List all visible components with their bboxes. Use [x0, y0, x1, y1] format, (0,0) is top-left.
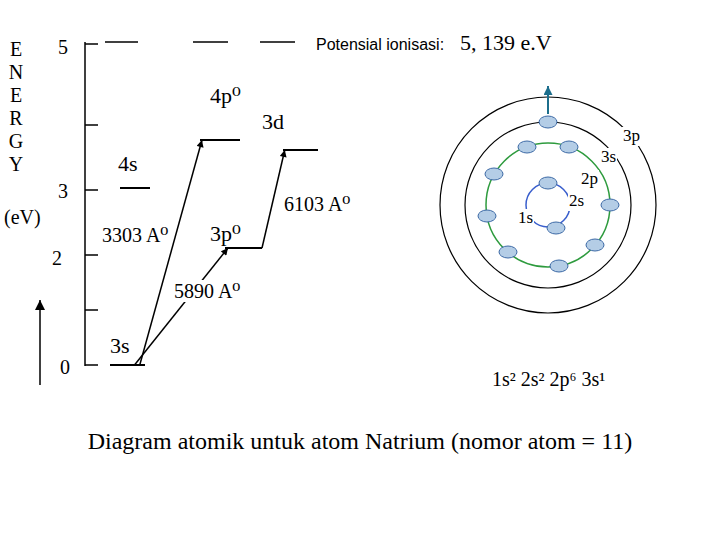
- label-holder: 0: [60, 356, 70, 378]
- axis-tick: [85, 364, 98, 366]
- level-label: 3s: [110, 334, 130, 358]
- electron: [560, 141, 578, 153]
- shell-label: 3p: [622, 127, 641, 146]
- level-line: [110, 364, 145, 366]
- ionization-level-line: [105, 41, 138, 43]
- energy-level: 4p⁰: [200, 84, 245, 140]
- electron: [550, 260, 568, 272]
- label-holder: 1s: [517, 209, 534, 228]
- label-holder: 1s² 2s² 2p⁶ 3s¹: [492, 368, 605, 390]
- axis-tick: [85, 309, 98, 311]
- axis-tick: [85, 124, 98, 126]
- electron: [601, 199, 619, 211]
- wavelength-label: 3303 A⁰: [100, 224, 170, 246]
- electron: [586, 239, 604, 251]
- label-holder: 3: [58, 180, 68, 202]
- electron: [539, 177, 557, 189]
- excitation-arrow: [547, 86, 549, 114]
- wavelength-label: 5890 A⁰: [172, 280, 242, 302]
- energy-axis: [84, 42, 86, 366]
- ionization-note: Potensial ionisasi:: [316, 36, 444, 54]
- label-holder: 2p: [580, 170, 599, 189]
- energy-level: 3d: [262, 110, 320, 150]
- label-holder: 3p: [622, 127, 641, 146]
- shell-label: 2p: [580, 170, 599, 189]
- ionization-value: 5, 139 e.V: [460, 31, 552, 55]
- energy-level: 4s: [116, 152, 152, 188]
- shell-label: 1s: [517, 209, 534, 228]
- unit-label: (eV): [4, 206, 41, 228]
- shell-label: 2s: [568, 192, 585, 211]
- level-line: [225, 247, 262, 249]
- tick-value: 3: [58, 180, 68, 202]
- tick-value: 0: [60, 356, 70, 378]
- level-line: [283, 149, 318, 151]
- level-label: 4p⁰: [210, 84, 241, 108]
- shell-orbit: [465, 122, 631, 288]
- tick-value: 2: [52, 247, 62, 269]
- level-label: 3p⁰: [210, 222, 241, 246]
- shell-orbit: [440, 97, 656, 313]
- energy-direction-arrow: [39, 300, 41, 385]
- axis-tick: [85, 189, 98, 191]
- transition-arrow: [140, 140, 202, 365]
- ionization-level-line: [193, 41, 228, 43]
- electron: [547, 222, 565, 234]
- label-holder: 2s: [568, 192, 585, 211]
- label-holder: Potensial ionisasi:: [316, 36, 444, 54]
- caption: Diagram atomik untuk atom Natrium (nomor…: [88, 428, 633, 454]
- electron: [478, 210, 496, 222]
- axis-tick: [85, 43, 98, 45]
- electron-configuration: 1s² 2s² 2p⁶ 3s¹: [492, 368, 605, 390]
- wavelength-label-holder: 5890 A⁰: [172, 280, 242, 302]
- electron: [518, 141, 536, 153]
- energy-level: 3p⁰: [208, 222, 264, 248]
- shell-label: 3s: [600, 148, 617, 167]
- label-holder: 5, 139 e.V: [460, 31, 552, 55]
- caption-holder: Diagram atomik untuk atom Natrium (nomor…: [0, 428, 720, 454]
- electron: [499, 246, 517, 258]
- label-holder: (eV): [4, 206, 41, 228]
- label-holder: 5: [58, 36, 68, 58]
- level-label: 4s: [118, 152, 138, 176]
- wavelength-label: 6103 A⁰: [282, 193, 352, 215]
- level-line: [200, 139, 240, 141]
- wavelength-label-holder: 3303 A⁰: [100, 224, 170, 246]
- energy-level: 3s: [108, 334, 148, 365]
- label-holder: 3s: [600, 148, 617, 167]
- shell-orbit: [486, 143, 610, 267]
- electron: [485, 168, 503, 180]
- axis-tick: [85, 254, 98, 256]
- level-label: 3d: [262, 110, 284, 134]
- axis-title: ENERGY: [6, 38, 26, 176]
- tick-value: 5: [58, 36, 68, 58]
- ionization-level-line: [260, 41, 295, 43]
- electron: [539, 116, 557, 128]
- label-holder: ENERGY: [6, 38, 26, 176]
- level-line: [120, 187, 150, 189]
- transition-arrow: [135, 248, 228, 365]
- wavelength-label-holder: 6103 A⁰: [282, 193, 352, 215]
- label-holder: 2: [52, 247, 62, 269]
